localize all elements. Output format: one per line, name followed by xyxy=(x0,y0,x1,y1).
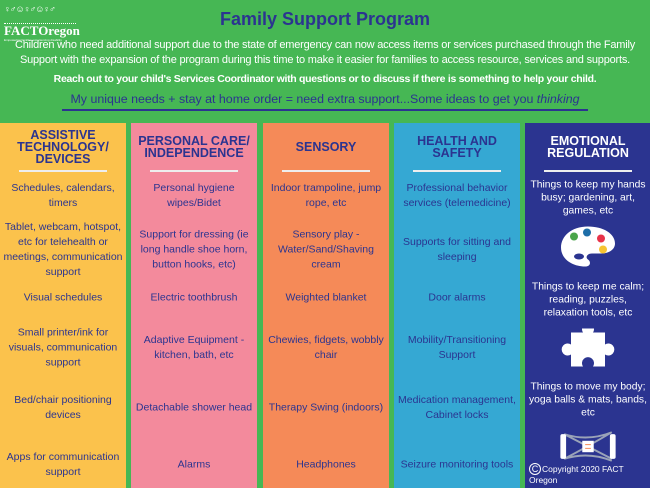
list-item: Headphones xyxy=(296,458,356,471)
list-item: Adaptive Equipment - kitchen, bath, etc xyxy=(143,334,245,361)
list-item: Sensory play - Water/Sand/Shaving cream xyxy=(278,228,374,271)
heading-divider xyxy=(150,170,238,172)
list-item: Alarms xyxy=(177,458,211,471)
column-personal-care: PERSONAL CARE/ INDEPENDENCE Personal hyg… xyxy=(131,123,257,488)
family-figures-icon: ♀♂☺♀♂☺♀♂ xyxy=(4,4,76,24)
list-item: Apps for communication support xyxy=(6,451,120,478)
reach-out-text: Reach out to your child's Services Coord… xyxy=(53,73,597,85)
fact-oregon-logo: ♀♂☺♀♂☺♀♂ FACTOregon Empowering families … xyxy=(4,4,80,42)
column-heading: PERSONAL CARE/ INDEPENDENCE xyxy=(138,133,250,160)
list-item: Small printer/ink for visuals, communica… xyxy=(8,326,118,369)
column-sensory: SENSORY Indoor trampoline, jump rope, et… xyxy=(263,123,389,488)
list-item: Mobility/Transitioning Support xyxy=(407,334,507,361)
list-item: Tablet, webcam, hotspot, etc for telehea… xyxy=(3,221,123,278)
column-heading: ASSISTIVE TECHNOLOGY/ DEVICES xyxy=(17,127,109,166)
palette-icon xyxy=(559,225,617,274)
heading-divider xyxy=(413,170,501,172)
tagline-main: My unique needs + stay at home order = n… xyxy=(70,92,537,106)
copyright-icon: C xyxy=(529,463,541,475)
logo-text: FACTOregon xyxy=(4,23,80,38)
list-item: Indoor trampoline, jump rope, etc xyxy=(270,182,382,209)
heading-divider xyxy=(544,170,632,172)
list-item: Support for dressing (ie long handle sho… xyxy=(139,228,249,271)
tagline: My unique needs + stay at home order = n… xyxy=(62,91,588,111)
column-heading: EMOTIONAL REGULATION xyxy=(547,133,629,160)
list-item: Seizure monitoring tools xyxy=(400,458,514,471)
list-item: Schedules, calendars, timers xyxy=(11,182,115,209)
column-emotional-regulation: EMOTIONAL REGULATION Things to keep my h… xyxy=(525,123,650,488)
list-item: Electric toothbrush xyxy=(150,291,238,304)
resistance-band-icon xyxy=(557,427,619,472)
list-item: Chewies, fidgets, wobbly chair xyxy=(268,334,384,361)
list-item: Things to keep me calm; reading, puzzles… xyxy=(531,281,645,319)
list-item: Detachable shower head xyxy=(135,401,253,414)
list-item: Professional behavior services (telemedi… xyxy=(403,182,511,209)
column-health-safety: HEALTH AND SAFETY Professional behavior … xyxy=(394,123,520,488)
list-item: Weighted blanket xyxy=(285,291,367,304)
list-item: Medication management, Cabinet locks xyxy=(398,394,516,421)
list-item: Personal hygiene wipes/Bidet xyxy=(153,182,235,209)
column-heading: SENSORY xyxy=(295,139,357,154)
heading-divider xyxy=(19,170,107,172)
logo-tagline: Empowering families experiencing disabil… xyxy=(4,38,62,42)
heading-divider xyxy=(282,170,370,172)
list-item: Supports for sitting and sleeping xyxy=(403,236,511,263)
list-item: Visual schedules xyxy=(23,291,103,304)
copyright-text: Copyright 2020 FACT Oregon xyxy=(529,464,624,485)
list-item: Things to move my body; yoga balls & mat… xyxy=(529,381,647,419)
tagline-emphasis: thinking xyxy=(536,92,580,106)
column-heading: HEALTH AND SAFETY xyxy=(417,133,497,160)
column-assistive-technology: ASSISTIVE TECHNOLOGY/ DEVICES Schedules,… xyxy=(0,123,126,488)
intro-text: Children who need additional support due… xyxy=(14,39,636,66)
puzzle-piece-icon xyxy=(559,323,617,372)
list-item: Things to keep my hands busy; gardening,… xyxy=(530,179,646,217)
header-text: Children who need additional support due… xyxy=(2,38,648,111)
page-title: Family Support Program xyxy=(219,9,431,29)
list-item: Therapy Swing (indoors) xyxy=(268,401,384,414)
list-item: Bed/chair positioning devices xyxy=(14,394,112,421)
list-item: Door alarms xyxy=(428,291,486,304)
